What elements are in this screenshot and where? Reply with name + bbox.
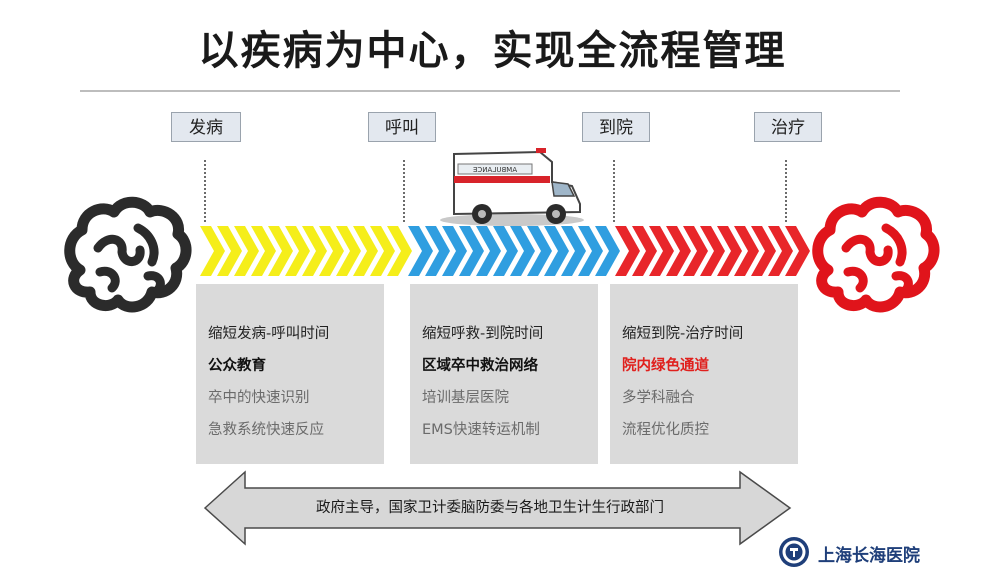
panel-item: 流程优化质控 (622, 422, 709, 438)
panel-header: 缩短发病-呼叫时间 (208, 326, 330, 342)
chevron (666, 226, 691, 276)
chevron (595, 226, 620, 276)
panel-item: 培训基层医院 (422, 390, 509, 406)
hospital-seal-icon (779, 537, 809, 567)
stage-arrival: 到院 (582, 112, 650, 142)
brain-icon-left (64, 196, 192, 313)
panel-item-highlight: 院内绿色通道 (622, 358, 709, 374)
chevron (268, 226, 293, 276)
chevron (578, 226, 603, 276)
chevron (734, 226, 759, 276)
stage-connector-treatment (785, 160, 787, 222)
bottom-arrow-label: 政府主导，国家卫计委脑防委与各地卫生计生行政部门 (316, 500, 664, 516)
chevron (442, 226, 467, 276)
chevron (319, 226, 344, 276)
panel-call-to-arrival: 缩短呼救-到院时间 区域卒中救治网络 培训基层医院 EMS快速转运机制 (410, 284, 598, 464)
panel-item: 公众教育 (208, 358, 266, 374)
chevron (649, 226, 674, 276)
panel-item: 区域卒中救治网络 (422, 358, 538, 374)
chevron (683, 226, 708, 276)
panel-onset-to-call: 缩短发病-呼叫时间 公众教育 卒中的快速识别 急救系统快速反应 (196, 284, 384, 464)
hospital-logo-text: 上海长海医院 (818, 546, 920, 566)
chevron (353, 226, 378, 276)
chevron (234, 226, 259, 276)
panel-item: EMS快速转运机制 (422, 422, 540, 438)
title-divider (80, 90, 900, 92)
chevron (751, 226, 776, 276)
chevron (632, 226, 657, 276)
chevron (459, 226, 484, 276)
chevron (544, 226, 569, 276)
panel-header: 缩短呼救-到院时间 (422, 326, 544, 342)
stage-connector-onset (204, 160, 206, 222)
chevron (336, 226, 361, 276)
chevron (217, 226, 242, 276)
chevron (302, 226, 327, 276)
stage-connector-call (403, 160, 405, 222)
panel-header: 缩短到院-治疗时间 (622, 326, 744, 342)
stage-onset: 发病 (171, 112, 241, 142)
chevron (493, 226, 518, 276)
chevron (615, 226, 640, 276)
ambulance-label: AMBULANCE (473, 166, 517, 174)
double-arrow (203, 470, 792, 546)
stage-call: 呼叫 (368, 112, 436, 142)
chevron (425, 226, 450, 276)
ambulance-icon: AMBULANCE (440, 148, 584, 226)
chevron (768, 226, 793, 276)
chevron (785, 226, 810, 276)
page-title: 以疾病为中心，实现全流程管理 (198, 28, 787, 74)
chevron (408, 226, 433, 276)
chevron (200, 226, 225, 276)
stage-connector-arrival (613, 160, 615, 222)
chevron (370, 226, 395, 276)
chevron (717, 226, 742, 276)
chevron (285, 226, 310, 276)
chevron (527, 226, 552, 276)
chevron (387, 226, 412, 276)
chevron (700, 226, 725, 276)
panel-arrival-to-treatment: 缩短到院-治疗时间 院内绿色通道 多学科融合 流程优化质控 (610, 284, 798, 464)
brain-icon-right (812, 196, 940, 313)
chevron-band (200, 226, 810, 276)
chevron (561, 226, 586, 276)
chevron (476, 226, 501, 276)
panel-item: 多学科融合 (622, 390, 695, 406)
chevron (251, 226, 276, 276)
stage-treatment: 治疗 (754, 112, 822, 142)
chevron (510, 226, 535, 276)
panel-item: 急救系统快速反应 (208, 422, 324, 438)
panel-item: 卒中的快速识别 (208, 390, 310, 406)
